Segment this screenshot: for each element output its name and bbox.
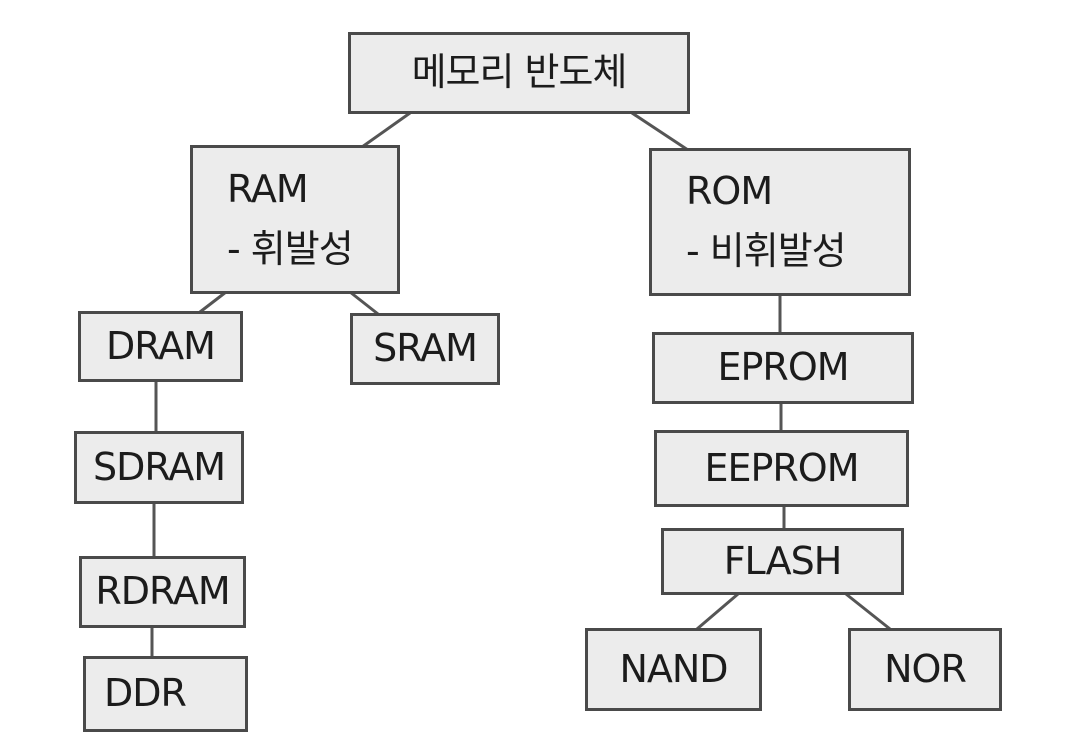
edge-flash-nor — [844, 592, 892, 631]
node-rdram: RDRAM — [79, 556, 246, 628]
node-sdram: SDRAM — [74, 431, 244, 504]
node-eprom: EPROM — [652, 332, 914, 404]
node-eeprom: EEPROM — [654, 430, 909, 507]
node-rom: ROM - 비휘발성 — [649, 148, 911, 296]
node-label: DDR — [104, 671, 187, 716]
node-label: EEPROM — [704, 445, 859, 490]
node-flash: FLASH — [661, 528, 904, 595]
node-sram: SRAM — [350, 313, 500, 385]
node-nor: NOR — [848, 628, 1002, 711]
node-ram: RAM - 휘발성 — [190, 145, 400, 294]
node-label: 메모리 반도체 — [411, 50, 628, 95]
edge-ram-sram — [348, 290, 380, 316]
node-subtitle: - 휘발성 — [227, 226, 354, 271]
node-label: FLASH — [723, 538, 843, 583]
node-label: EPROM — [717, 345, 849, 390]
node-label: NOR — [884, 646, 967, 691]
node-title: ROM — [686, 169, 773, 214]
node-label: SRAM — [373, 326, 478, 371]
node-ddr: DDR — [83, 656, 248, 732]
edge-ram-dram — [198, 290, 228, 314]
edge-root-ram — [360, 111, 412, 149]
node-label: RDRAM — [95, 569, 230, 614]
edge-flash-nand — [695, 592, 740, 631]
edge-root-rom — [630, 111, 690, 152]
node-nand: NAND — [585, 628, 762, 711]
node-subtitle: - 비휘발성 — [686, 229, 847, 273]
node-label: NAND — [619, 646, 728, 691]
node-label: SDRAM — [92, 444, 226, 489]
node-memory-semiconductor: 메모리 반도체 — [348, 32, 690, 114]
node-dram: DRAM — [78, 311, 243, 382]
node-label: DRAM — [106, 323, 216, 368]
node-title: RAM — [227, 166, 309, 211]
